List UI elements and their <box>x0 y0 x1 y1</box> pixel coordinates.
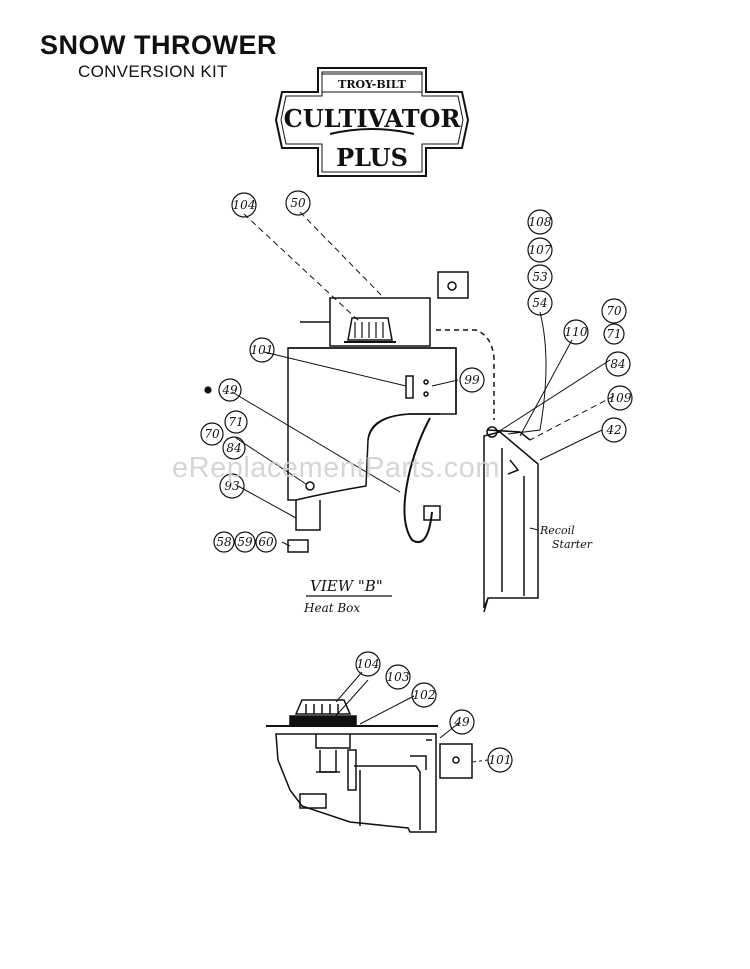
leader-lines-bottom <box>333 671 489 763</box>
callout-70b: 70 <box>204 427 220 441</box>
recoil-note-line2: Starter <box>552 538 593 551</box>
callout-107: 107 <box>529 243 552 257</box>
page-title: SNOW THROWER <box>40 30 277 60</box>
recoil-note-line1: Recoil <box>539 524 575 537</box>
callout-84: 84 <box>610 357 625 371</box>
callout-54: 54 <box>532 296 547 310</box>
callout-53: 53 <box>532 270 548 284</box>
callout-bottom-102: 102 <box>413 688 436 702</box>
callout-99: 99 <box>464 373 480 387</box>
callout-42: 42 <box>605 423 621 437</box>
leader-lines <box>231 211 615 547</box>
callout-84b: 84 <box>226 441 241 455</box>
callout-bottom-104: 104 <box>357 657 380 671</box>
callout-bottom-103: 103 <box>387 670 410 684</box>
logo-word-plus: PLUS <box>336 143 408 172</box>
callout-108: 108 <box>529 215 552 229</box>
callout-50: 50 <box>290 196 306 210</box>
callout-71b: 71 <box>228 415 243 429</box>
logo-brand-text: TROY-BILT <box>338 78 407 91</box>
callout-bottom-101: 101 <box>489 753 512 767</box>
view-b-caption: Heat Box <box>303 601 360 615</box>
callout-110: 110 <box>565 325 588 339</box>
view-b-label: VIEW "B" <box>310 577 383 595</box>
callout-70: 70 <box>606 304 622 318</box>
callout-59: 59 <box>237 535 253 549</box>
page-subtitle: CONVERSION KIT <box>78 62 228 81</box>
callout-93: 93 <box>224 479 240 493</box>
brand-logo: TROY-BILT CULTIVATOR PLUS <box>274 67 470 177</box>
callout-104: 104 <box>233 198 256 212</box>
engine-assembly <box>266 699 473 833</box>
heat-box-assembly <box>287 271 495 553</box>
callouts-bottom: 104 103 102 49 101 <box>355 651 513 773</box>
watermark: eReplacementParts.com <box>172 452 501 484</box>
callout-bottom-49: 49 <box>453 715 470 729</box>
callout-49: 49 <box>221 383 238 397</box>
callout-101: 101 <box>251 343 274 357</box>
callouts-top: 104 50 108 107 53 54 70 71 110 84 109 42… <box>200 190 633 553</box>
callout-109: 109 <box>609 391 632 405</box>
callout-71: 71 <box>606 327 621 341</box>
callout-60: 60 <box>258 535 274 549</box>
callout-58: 58 <box>216 535 232 549</box>
